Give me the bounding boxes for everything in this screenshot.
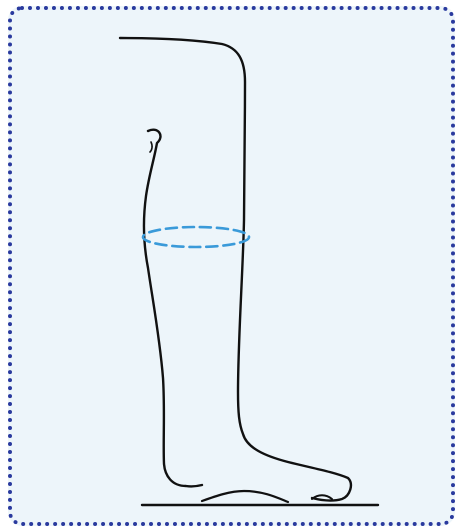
leg-outline-back: [144, 130, 202, 487]
leg-diagram: [12, 10, 451, 522]
knee-mark: [150, 142, 152, 152]
calf-circumference-marker: [143, 227, 249, 247]
diagram-frame: [8, 6, 455, 526]
sole-arch: [202, 491, 288, 502]
leg-outline-front: [120, 38, 351, 501]
